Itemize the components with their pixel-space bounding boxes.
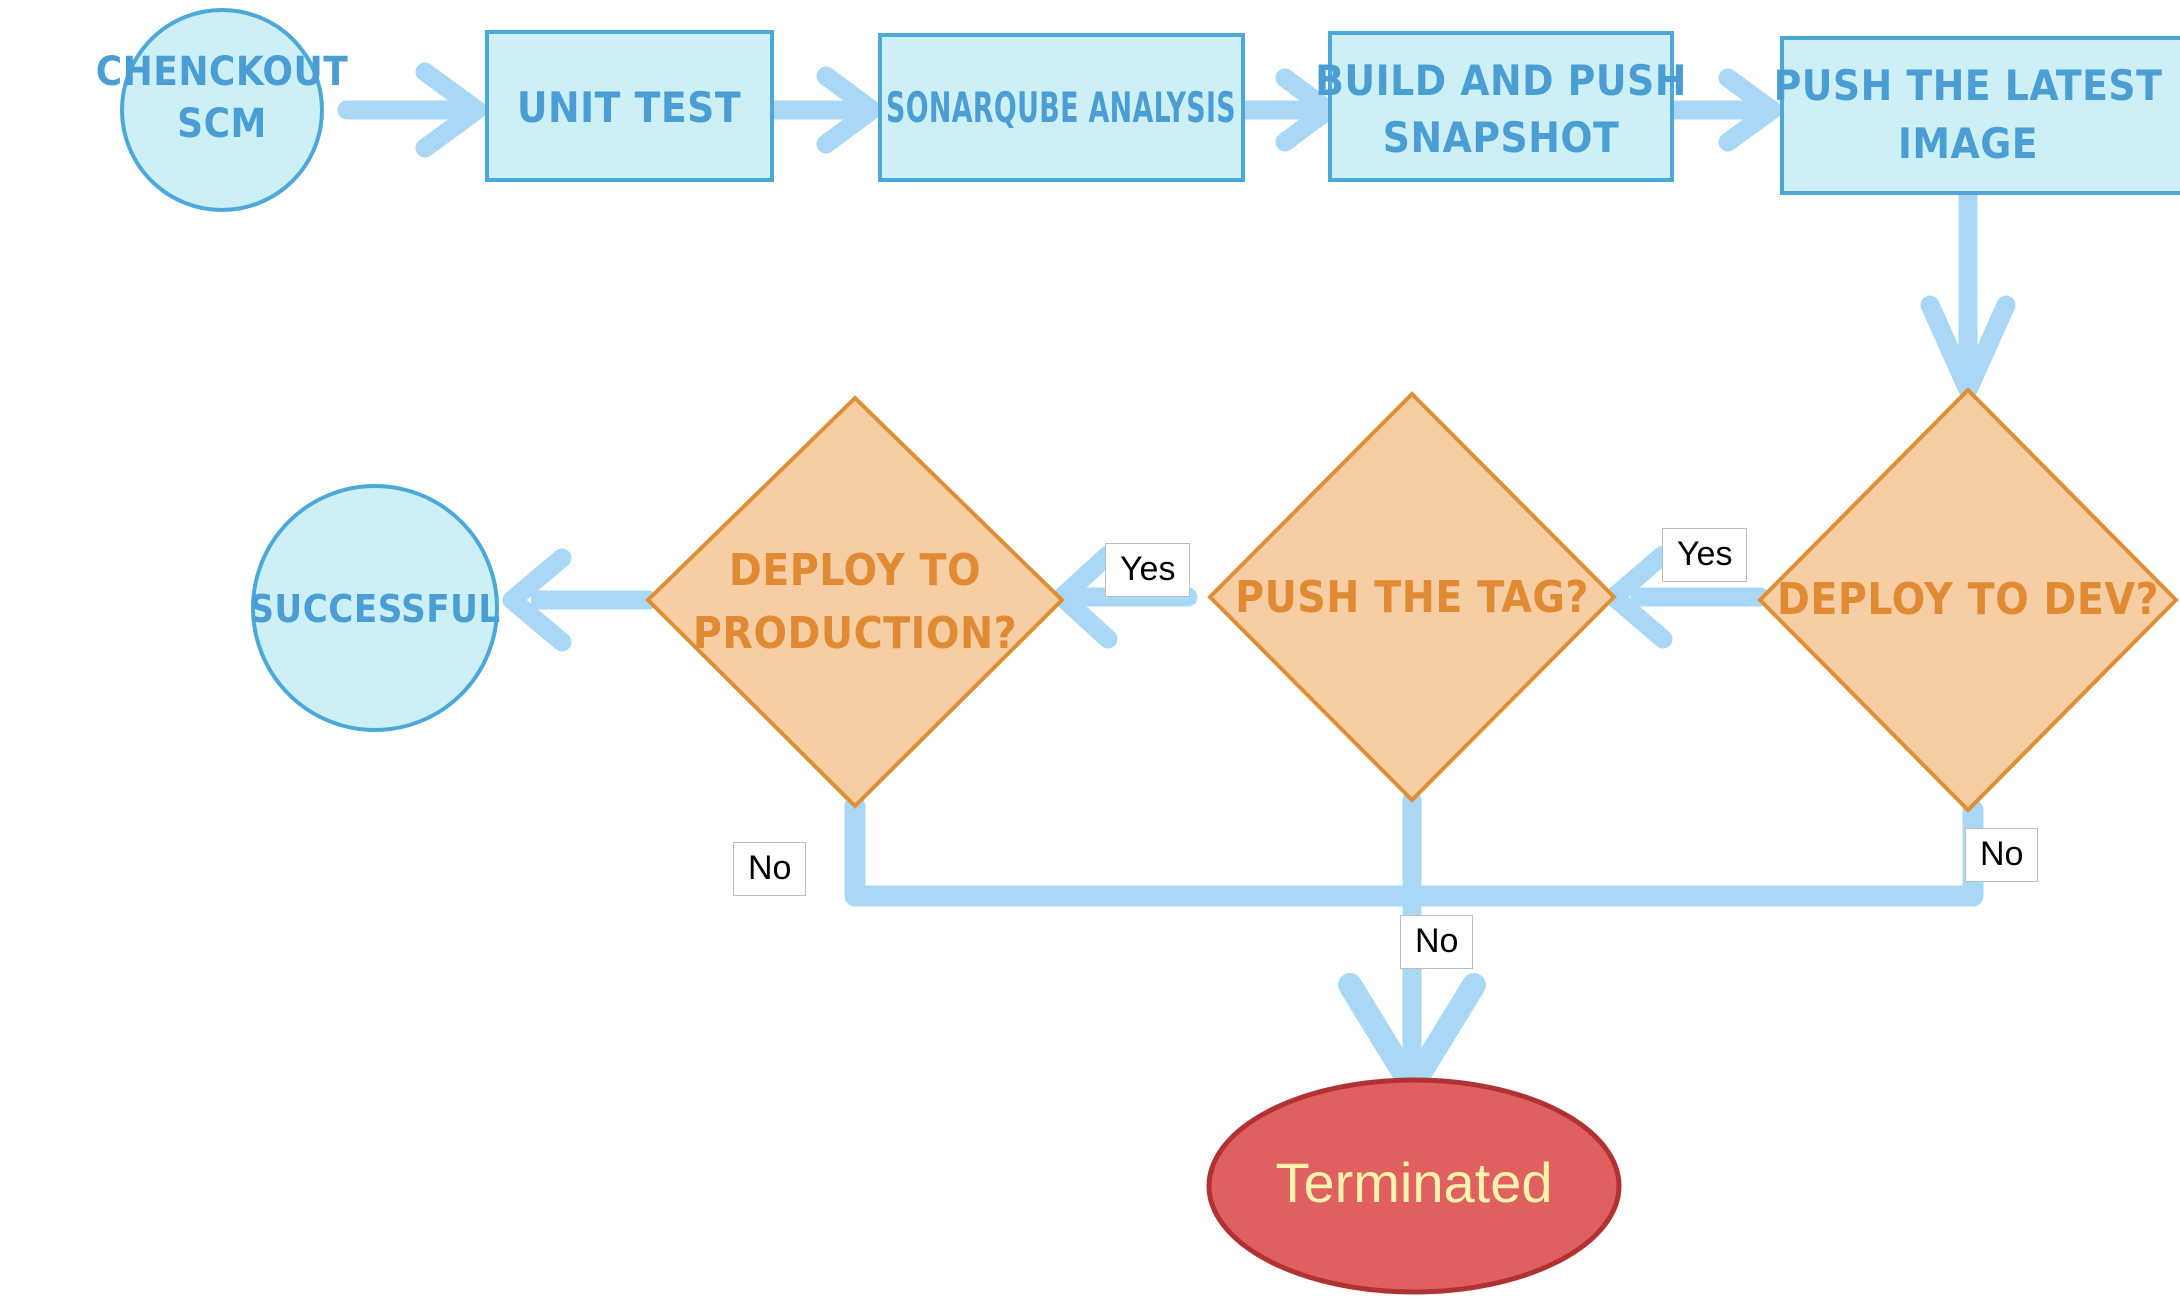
deploy-to-production-label-line2: PRODUCTION? (693, 608, 1017, 659)
build-and-push-snapshot-box[interactable] (1328, 31, 1674, 182)
unit-test-box[interactable] (485, 30, 774, 182)
node-build-and-push-snapshot[interactable]: BUILD AND PUSH SNAPSHOT (1315, 31, 1687, 182)
successful-circle[interactable] (251, 484, 499, 732)
terminated-label: Terminated (1275, 1151, 1552, 1214)
edge-label-yes-deploy-dev: Yes (1662, 528, 1748, 582)
push-the-latest-image-label-line2: IMAGE (1898, 119, 2038, 168)
node-terminated[interactable]: Terminated (1206, 1077, 1622, 1295)
checkout-scm-label-line1: CHENCKOUT (96, 49, 349, 95)
node-successful[interactable]: SUCCESSFUL (249, 484, 500, 732)
terminated-ellipse[interactable] (1206, 1077, 1622, 1295)
node-deploy-to-dev[interactable]: DEPLOY TO DEV? (1757, 387, 2179, 813)
arrow-buildpush-to-pushlatest (1662, 68, 1782, 152)
unit-test-label: UNIT TEST (517, 83, 741, 132)
push-the-latest-image-label-line1: PUSH THE LATEST (1774, 61, 2163, 110)
node-checkout-scm[interactable]: CHENCKOUT SCM (96, 8, 349, 212)
build-and-push-snapshot-label-line1: BUILD AND PUSH (1315, 56, 1687, 105)
push-the-latest-image-box[interactable] (1780, 36, 2180, 195)
arrow-deployprod-to-successful (502, 548, 658, 652)
deploy-to-production-diamond[interactable] (645, 395, 1065, 809)
node-unit-test[interactable]: UNIT TEST (485, 30, 774, 182)
arrow-checkout-to-unittest (337, 62, 487, 158)
checkout-scm-circle[interactable] (120, 8, 324, 212)
deploy-to-production-label-line1: DEPLOY TO (729, 545, 981, 596)
sonarqube-analysis-label: SONARQUBE ANALYSIS (886, 83, 1236, 132)
deploy-to-dev-label: DEPLOY TO DEV? (1777, 574, 2159, 625)
edge-label-no-deploy-production: No (733, 842, 807, 896)
successful-label: SUCCESSFUL (249, 587, 500, 631)
checkout-scm-label-line2: SCM (177, 101, 267, 147)
deploy-to-dev-diamond[interactable] (1757, 387, 2179, 813)
sonarqube-analysis-box[interactable] (878, 33, 1245, 182)
node-sonarqube-analysis[interactable]: SONARQUBE ANALYSIS (878, 33, 1245, 182)
push-the-tag-diamond[interactable] (1207, 391, 1617, 803)
node-push-the-latest-image[interactable]: PUSH THE LATEST IMAGE (1774, 36, 2180, 195)
build-and-push-snapshot-label-line2: SNAPSHOT (1383, 113, 1620, 162)
arrow-pushtag-yes-to-deployprod (1052, 545, 1198, 649)
arrow-pushlatest-to-deploydev (1920, 187, 2016, 400)
node-deploy-to-production[interactable]: DEPLOY TO PRODUCTION? (645, 395, 1065, 809)
arrow-unittest-to-sonarqube (762, 66, 882, 154)
edge-label-yes-push-tag: Yes (1105, 543, 1191, 597)
push-the-tag-label: PUSH THE TAG? (1235, 572, 1589, 623)
node-push-the-tag[interactable]: PUSH THE TAG? (1207, 391, 1617, 803)
edge-label-no-push-tag: No (1400, 915, 1474, 969)
edge-label-no-deploy-dev: No (1965, 828, 2039, 882)
